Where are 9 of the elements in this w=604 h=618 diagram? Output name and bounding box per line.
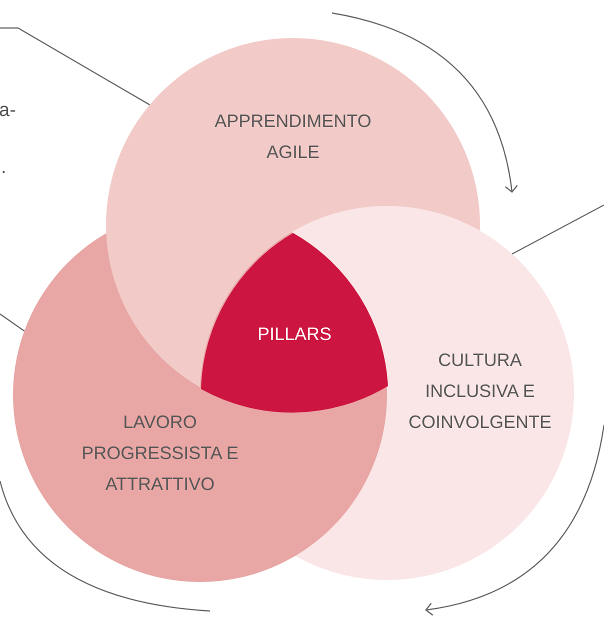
center-label: PILLARS	[256, 323, 333, 346]
circle-label: LAVORO PROGRESSISTA E ATTRATTIVO	[80, 411, 240, 496]
circle-label: APPRENDIMENTO AGILE	[214, 110, 372, 164]
leader-line	[0, 27, 150, 106]
leader-line	[0, 314, 25, 332]
text-fragment: .	[1, 157, 6, 179]
circle-label: CULTURA INCLUSIVA E COINVOLGENTE	[407, 349, 553, 434]
leader-line	[512, 204, 604, 255]
text-fragment: a-	[0, 100, 16, 122]
